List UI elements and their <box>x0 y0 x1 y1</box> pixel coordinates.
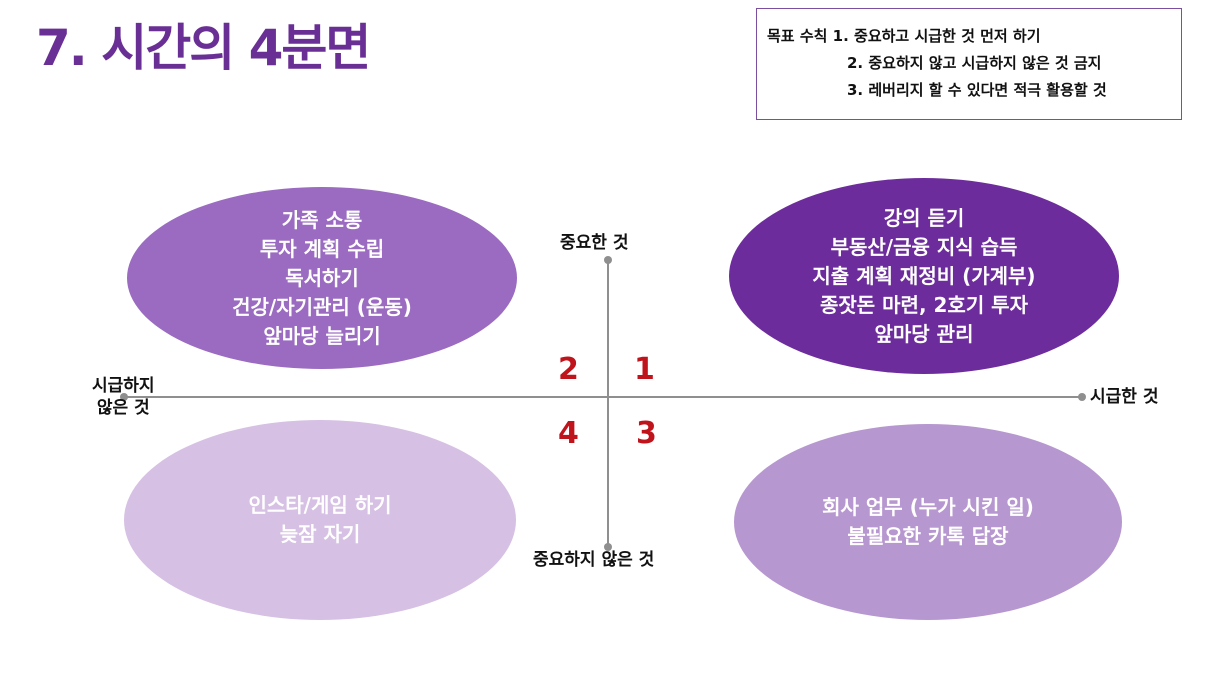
quadrant-important-not-urgent: 가족 소통 투자 계획 수립 독서하기 건강/자기관리 (운동) 앞마당 늘리기 <box>127 187 517 369</box>
quadrant-item: 늦잠 자기 <box>279 522 361 546</box>
axis-label-urgent: 시급한 것 <box>1090 387 1159 407</box>
urgency-axis <box>124 396 1082 398</box>
axis-label-not-urgent: 시급하지 않은 것 <box>92 375 155 419</box>
rule-item-3: 3. 레버리지 할 수 있다면 적극 활용할 것 <box>847 81 1107 99</box>
quadrant-item: 회사 업무 (누가 시킨 일) <box>822 495 1034 519</box>
quadrant-item: 불필요한 카톡 답장 <box>847 524 1009 548</box>
quadrant-number-4: 4 <box>558 416 579 451</box>
quadrant-not-important-urgent: 회사 업무 (누가 시킨 일) 불필요한 카톡 답장 <box>734 424 1122 620</box>
quadrant-number-2: 2 <box>558 352 579 387</box>
axis-left-endpoint <box>120 393 128 401</box>
quadrant-item: 앞마당 관리 <box>874 321 974 346</box>
quadrant-item: 독서하기 <box>285 265 359 290</box>
axis-top-endpoint <box>604 256 612 264</box>
rule-item-2: 2. 중요하지 않고 시급하지 않은 것 금지 <box>847 54 1102 72</box>
quadrant-number-3: 3 <box>636 416 657 451</box>
quadrant-item: 부동산/금융 지식 습득 <box>830 234 1018 259</box>
quadrant-item: 앞마당 늘리기 <box>263 323 381 348</box>
importance-axis <box>607 259 609 547</box>
axis-label-important: 중요한 것 <box>560 233 629 253</box>
quadrant-item: 가족 소통 <box>281 207 363 232</box>
rules-heading: 목표 수칙 <box>767 27 828 45</box>
axis-label-not-urgent-line-1: 시급하지 <box>92 376 155 396</box>
goal-rules-box: 목표 수칙 1. 중요하고 시급한 것 먼저 하기 2. 중요하지 않고 시급하… <box>756 8 1182 120</box>
quadrant-item: 종잣돈 마련, 2호기 투자 <box>819 292 1028 317</box>
axis-label-not-important: 중요하지 않은 것 <box>533 550 655 570</box>
quadrant-item: 건강/자기관리 (운동) <box>232 294 412 319</box>
axis-bottom-endpoint <box>604 543 612 551</box>
quadrant-item: 인스타/게임 하기 <box>248 493 392 517</box>
quadrant-not-important-not-urgent: 인스타/게임 하기 늦잠 자기 <box>124 420 516 620</box>
rule-row-1: 목표 수칙 1. 중요하고 시급한 것 먼저 하기 <box>767 23 1181 50</box>
axis-right-endpoint <box>1078 393 1086 401</box>
quadrant-important-urgent: 강의 듣기 부동산/금융 지식 습득 지출 계획 재정비 (가계부) 종잣돈 마… <box>729 178 1119 374</box>
quadrant-item: 강의 듣기 <box>883 205 965 230</box>
page-title: 7. 시간의 4분면 <box>36 19 371 77</box>
quadrant-number-1: 1 <box>634 352 655 387</box>
rule-item-1: 1. 중요하고 시급한 것 먼저 하기 <box>832 27 1041 45</box>
quadrant-item: 투자 계획 수립 <box>259 236 385 261</box>
axis-label-not-urgent-line-2: 않은 것 <box>96 398 150 418</box>
quadrant-item: 지출 계획 재정비 (가계부) <box>812 263 1036 288</box>
